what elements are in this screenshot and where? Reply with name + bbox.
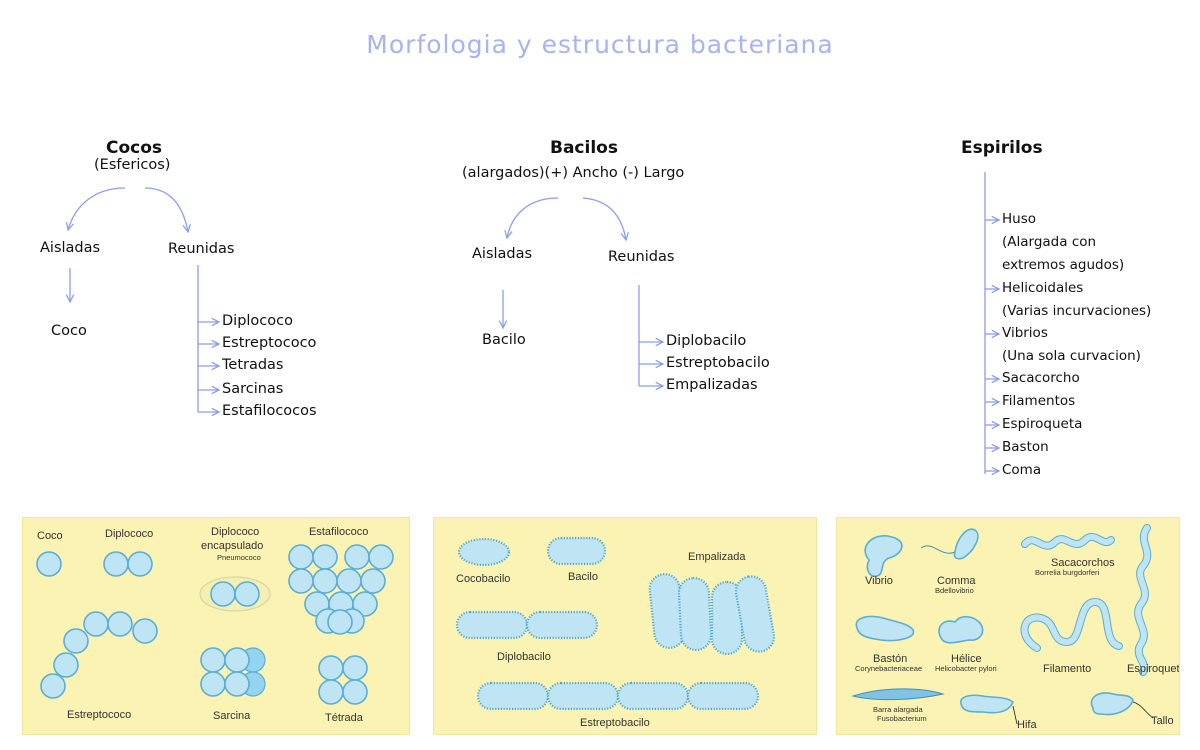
bacilos-bacilo: Bacilo: [482, 332, 526, 348]
cocos-item-estreptococo: Estreptococo: [222, 335, 317, 351]
label-baston: Bastón: [873, 653, 907, 665]
diplobacilo-pair: [455, 610, 599, 640]
bacilos-illustration: Cocobacilo Bacilo Empalizada Diplobacilo…: [455, 536, 776, 729]
cocos-illustration-panel: Coco Diplococo Diplococo encapsulado Pne…: [22, 517, 410, 735]
label-tallo: Tallo: [1151, 715, 1174, 727]
bacilos-heading: Bacilos: [550, 138, 618, 158]
label-sarcina: Sarcina: [213, 710, 251, 722]
espirilos-item-vibrios-desc: (Una sola curvacion): [1002, 348, 1141, 364]
label-corynebacteriaceae: Corynebacteriaceae: [855, 664, 922, 673]
label-helicobacter: Helicobacter pylori: [935, 664, 997, 673]
espirilos-item-huso-desc2: extremos agudos): [1002, 257, 1125, 273]
label-barra-alargada: Barra alargada: [873, 705, 923, 714]
label-pneumococo: Pneumococo: [217, 553, 261, 562]
sarcina-cube: [200, 647, 266, 697]
label-filamento: Filamento: [1043, 663, 1091, 675]
label-estreptococo: Estreptococo: [67, 709, 131, 721]
bacilos-item-empalizadas: Empalizadas: [666, 377, 758, 393]
cocos-item-sarcinas: Sarcinas: [222, 381, 284, 397]
cocos-aisladas: Aisladas: [40, 240, 101, 256]
label-diplococo-encapsulado: Diplococo: [211, 526, 259, 538]
espirilos-item-huso: Huso: [1002, 211, 1037, 227]
bacilos-item-estreptobacilo: Estreptobacilo: [666, 355, 770, 371]
cocos-item-diplococo: Diplococo: [222, 313, 293, 329]
espirilos-item-sacacorcho: Sacacorcho: [1002, 370, 1080, 386]
label-tetrada: Tétrada: [325, 712, 364, 724]
cocos-subtitle: (Esfericos): [94, 157, 171, 173]
bacilos-aisladas: Aisladas: [472, 246, 533, 262]
label-espiroqueta: Espiroqueta: [1127, 663, 1179, 675]
tetrada-group: [318, 655, 368, 705]
espirilos-illustration: Vibrio Comma Bdellovibrio Sacacorchos Bo…: [851, 524, 1179, 731]
label-fusobacterium: Fusobacterium: [877, 714, 927, 723]
espirilos-heading: Espirilos: [961, 138, 1043, 158]
cocos-reunidas: Reunidas: [168, 241, 235, 257]
label-estreptobacilo: Estreptobacilo: [580, 717, 650, 729]
espirilos-item-coma: Coma: [1002, 462, 1042, 478]
espirilos-item-helicoidales: Helicoidales: [1002, 280, 1084, 296]
bacilos-subtitle: (alargados)(+) Ancho (-) Largo: [462, 165, 685, 181]
label-vibrio: Vibrio: [865, 575, 893, 587]
label-hifa: Hifa: [1017, 719, 1037, 731]
label-borrelia: Borrelia burgdorferi: [1035, 568, 1100, 577]
espirilos-item-helicoidales-desc: (Varias incurvaciones): [1002, 303, 1152, 319]
label-bacilo: Bacilo: [568, 571, 598, 583]
espirilos-item-vibrios: Vibrios: [1002, 325, 1048, 341]
label-diplobacilo: Diplobacilo: [497, 651, 551, 663]
espirilos-illustration-panel: Vibrio Comma Bdellovibrio Sacacorchos Bo…: [836, 517, 1180, 735]
cocos-heading: Cocos: [106, 138, 163, 158]
cocos-coco: Coco: [51, 323, 87, 339]
cocos-item-tetradas: Tetradas: [222, 357, 284, 373]
label-bdellovibrio: Bdellovibrio: [935, 586, 974, 595]
estreptococo-chain: [40, 611, 158, 699]
bacilos-reunidas: Reunidas: [608, 249, 675, 265]
estafilococo-cluster: [288, 544, 394, 635]
label-empalizada: Empalizada: [688, 551, 746, 563]
cocos-illustration: Coco Diplococo Diplococo encapsulado Pne…: [36, 526, 394, 724]
label-diplococo: Diplococo: [105, 528, 153, 540]
label-sacacorchos: Sacacorchos: [1051, 557, 1115, 569]
espirilos-item-espiroqueta: Espiroqueta: [1002, 416, 1083, 432]
espirilos-item-baston: Baston: [1002, 439, 1049, 455]
espirilos-item-huso-desc1: (Alargada con: [1002, 234, 1097, 250]
label-encapsulado: encapsulado: [201, 540, 263, 552]
label-estafilococo: Estafilococo: [309, 526, 368, 538]
espirilos-item-filamentos: Filamentos: [1002, 393, 1076, 409]
bacilos-item-diplobacilo: Diplobacilo: [666, 333, 747, 349]
cocos-item-estafilococos: Estafilococos: [222, 403, 317, 419]
page-title: Morfologia y estructura bacteriana: [366, 30, 834, 59]
label-cocobacilo: Cocobacilo: [456, 573, 510, 585]
bacilos-illustration-panel: Cocobacilo Bacilo Empalizada Diplobacilo…: [433, 517, 817, 735]
connector-arrows: [0, 172, 1200, 500]
estreptobacilo-chain: [476, 681, 760, 711]
empalizada-group: [648, 573, 776, 656]
label-comma: Comma: [937, 575, 976, 587]
label-helice: Hélice: [951, 653, 982, 665]
label-coco: Coco: [37, 530, 63, 542]
